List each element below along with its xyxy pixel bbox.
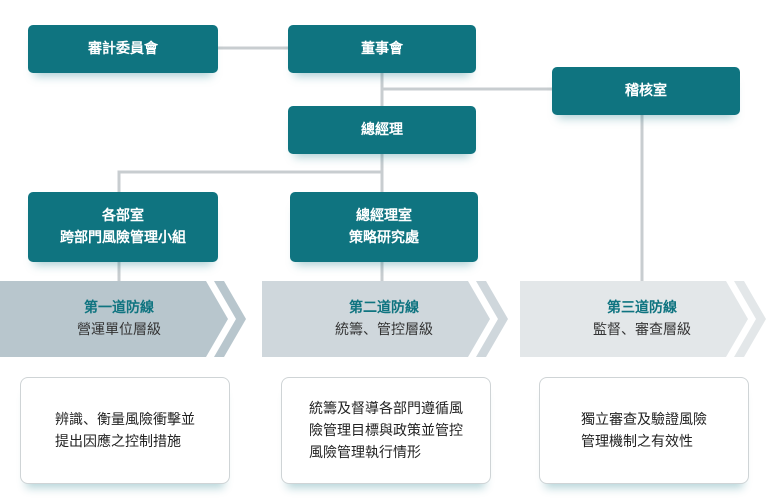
first-line-subtitle: 營運單位層級: [77, 322, 161, 338]
third-line-arrow-shape: [520, 281, 766, 357]
first-line-band: 第一道防線 營運單位層級: [0, 281, 246, 357]
third-line-subtitle: 監督、審查層級: [593, 322, 691, 338]
second-line-card: 統籌及督導各部門遵循風 險管理目標與政策並管控 風險管理執行情形: [281, 377, 491, 484]
second-line-band: 第二道防線 統籌、管控層級: [262, 281, 508, 357]
first-line-title: 第一道防線: [84, 300, 154, 316]
president-office-node: 總經理室 策略研究處: [290, 192, 478, 262]
second-line-card-text-1: 統籌及督導各部門遵循風: [309, 400, 463, 417]
audit-office-node: 稽核室: [552, 67, 740, 115]
third-line-card-text-2: 管理機制之有效性: [581, 433, 693, 450]
president-office-label-line2: 策略研究處: [349, 230, 419, 246]
third-line-band: 第三道防線 監督、審查層級: [520, 281, 766, 357]
audit-committee-node: 審計委員會: [28, 25, 218, 73]
departments-label-line1: 各部室: [102, 208, 144, 224]
first-line-card-text-1: 辨識、衡量風險衝擊並: [55, 411, 195, 428]
third-line-card: 獨立審查及驗證風險 管理機制之有效性: [539, 377, 749, 484]
president-label: 總經理: [361, 122, 403, 138]
second-line-card-text-3: 風險管理執行情形: [309, 444, 421, 461]
first-line-arrow-shape: [0, 281, 246, 357]
departments-label-line2: 跨部門風險管理小組: [60, 230, 186, 246]
audit-office-label: 稽核室: [625, 83, 667, 99]
departments-node: 各部室 跨部門風險管理小組: [28, 192, 218, 262]
first-line-card: 辨識、衡量風險衝擊並 提出因應之控制措施: [20, 377, 230, 484]
connector-president-departments: [117, 170, 382, 192]
second-line-arrow-shape: [262, 281, 508, 357]
board-label: 董事會: [361, 41, 403, 57]
third-line-title: 第三道防線: [607, 300, 677, 316]
president-node: 總經理: [288, 106, 476, 154]
board-node: 董事會: [288, 25, 476, 73]
president-office-label-line1: 總經理室: [356, 208, 412, 224]
audit-committee-label: 審計委員會: [88, 41, 158, 57]
second-line-title: 第二道防線: [349, 300, 419, 316]
first-line-card-text-2: 提出因應之控制措施: [55, 433, 181, 450]
second-line-card-text-2: 險管理目標與政策並管控: [309, 422, 463, 439]
third-line-card-text-1: 獨立審查及驗證風險: [581, 411, 707, 428]
second-line-subtitle: 統籌、管控層級: [335, 322, 433, 338]
